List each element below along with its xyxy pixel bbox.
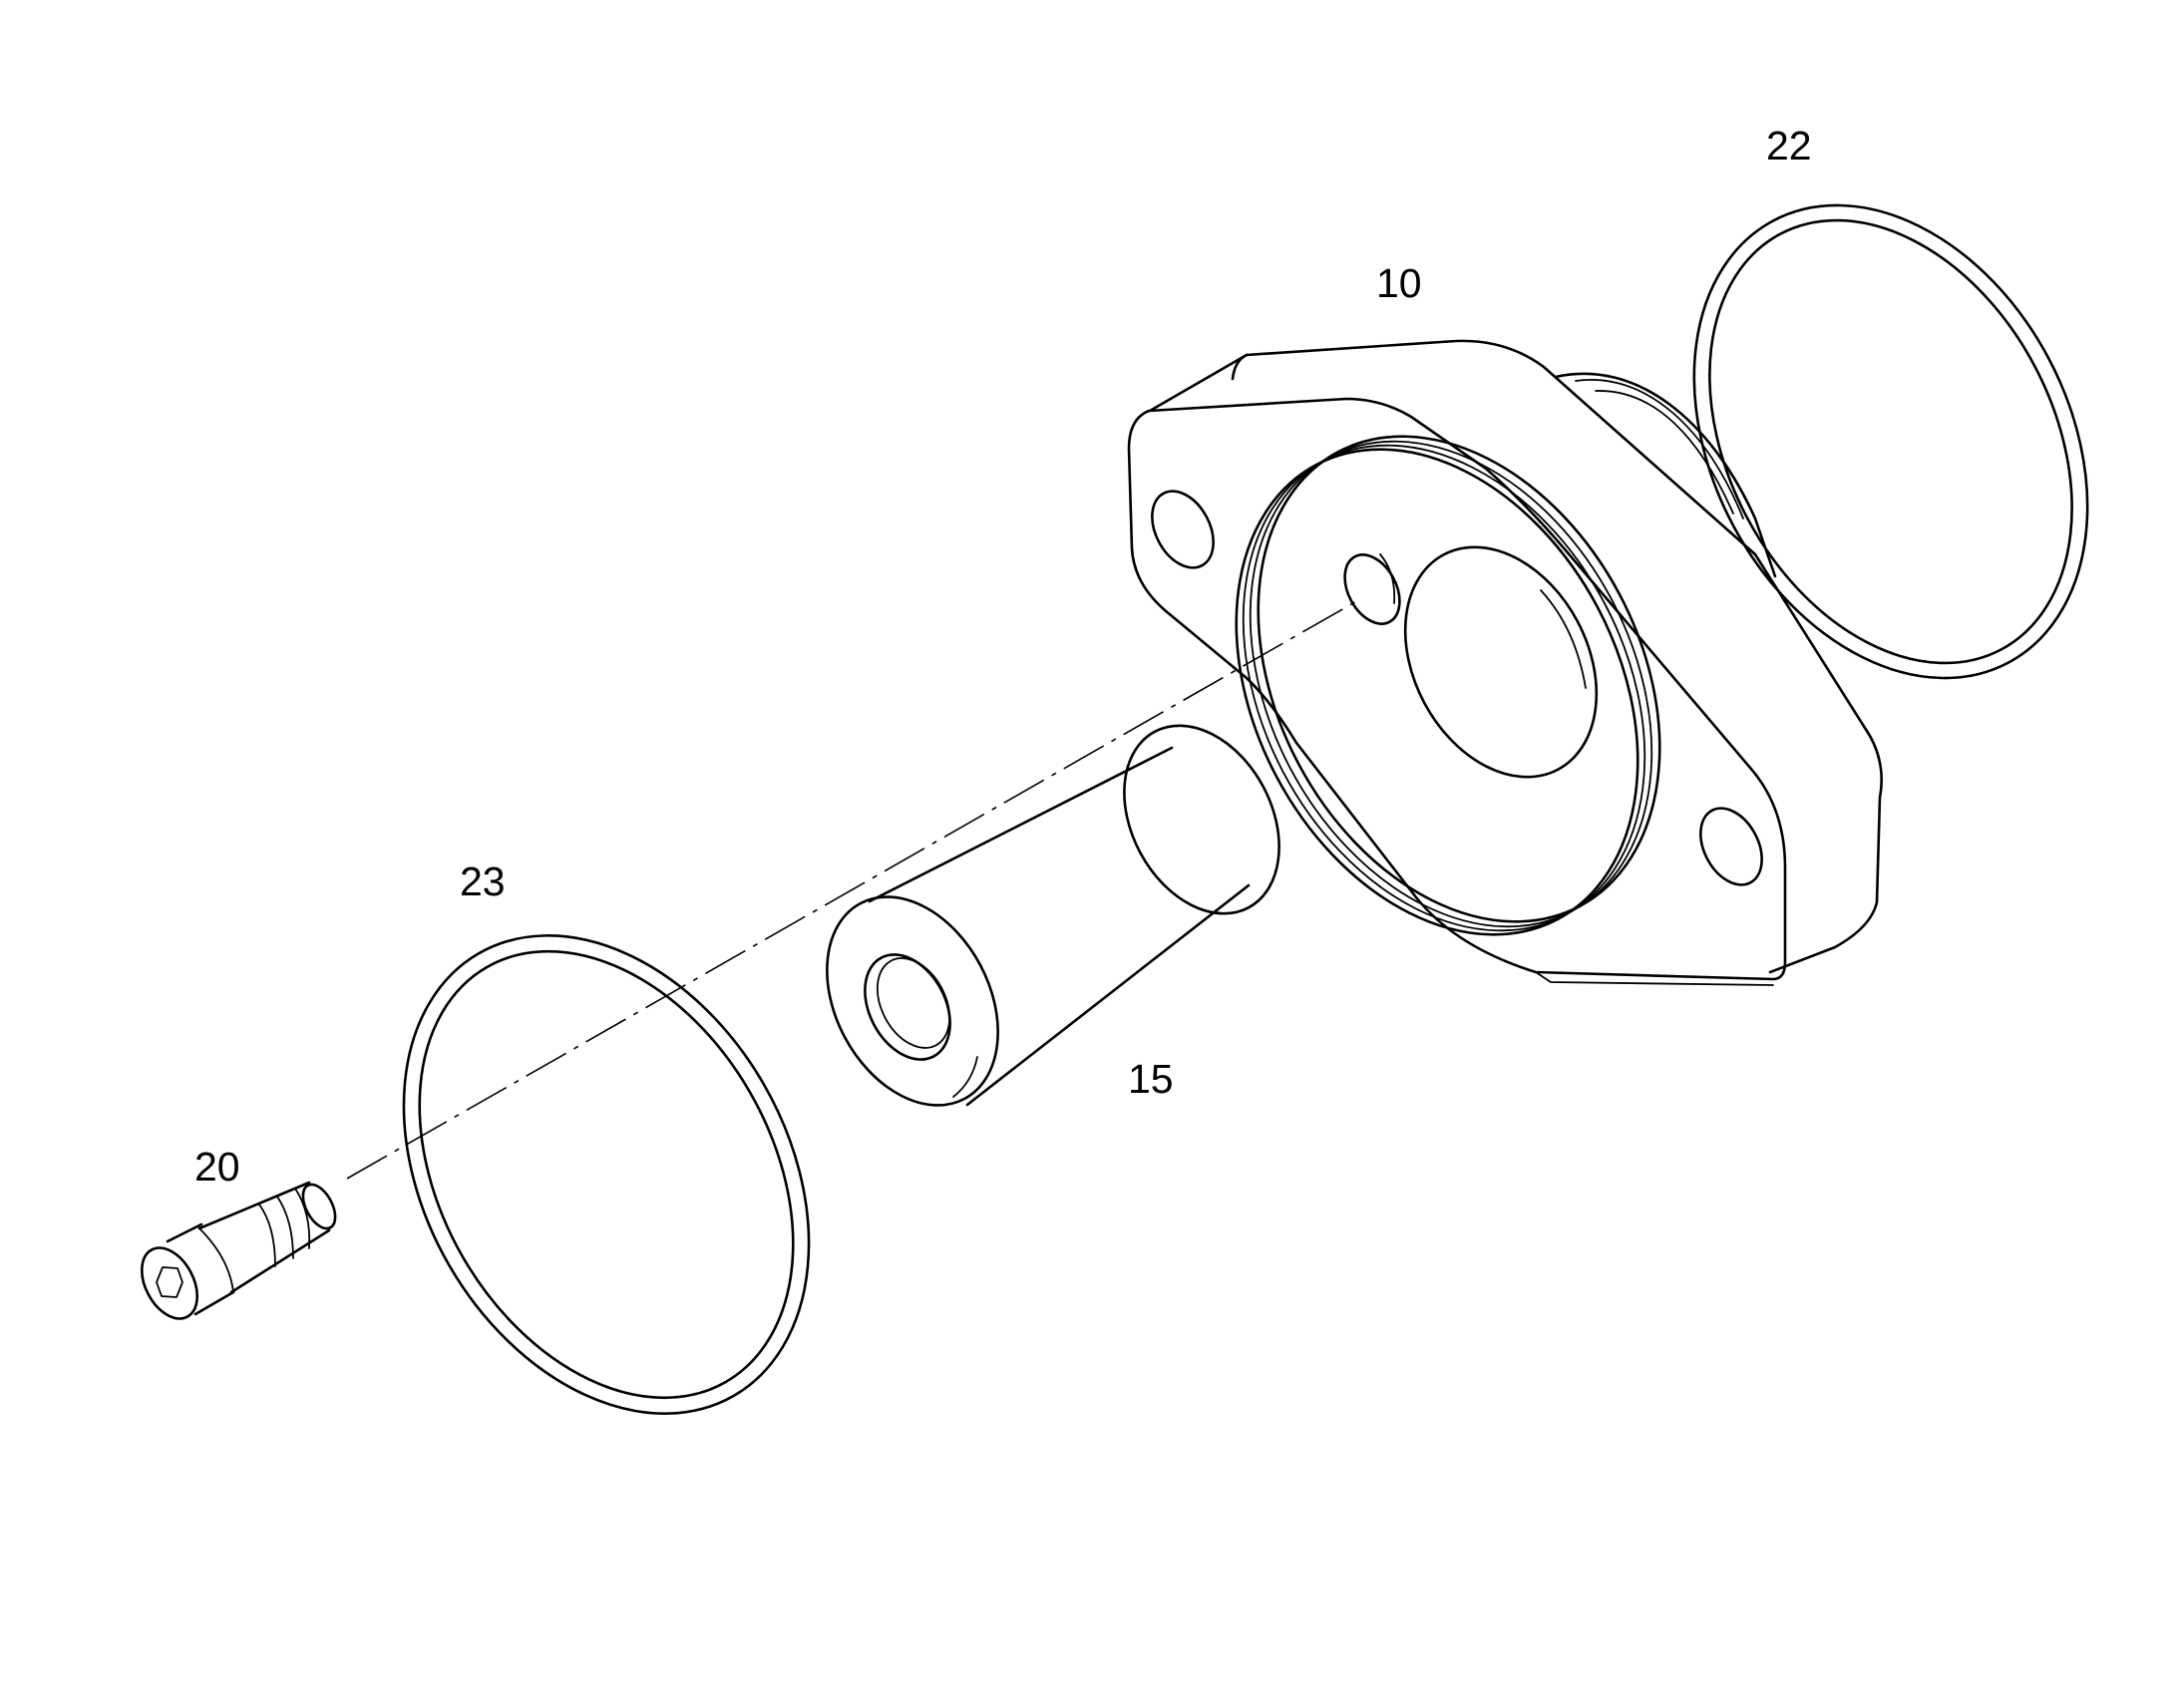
callout-10: 10 xyxy=(1376,260,1422,306)
sleeve-15 xyxy=(826,724,1280,1107)
center-axis-line xyxy=(346,599,1359,1180)
callout-23: 23 xyxy=(460,858,506,904)
callout-22: 22 xyxy=(1766,123,1812,169)
cap-screw-20 xyxy=(140,1181,337,1320)
o-ring-23 xyxy=(402,934,811,1415)
housing-10 xyxy=(1127,339,1883,986)
callout-20: 20 xyxy=(194,1144,240,1190)
callout-15: 15 xyxy=(1128,1056,1174,1102)
o-ring-22 xyxy=(1692,203,2089,680)
